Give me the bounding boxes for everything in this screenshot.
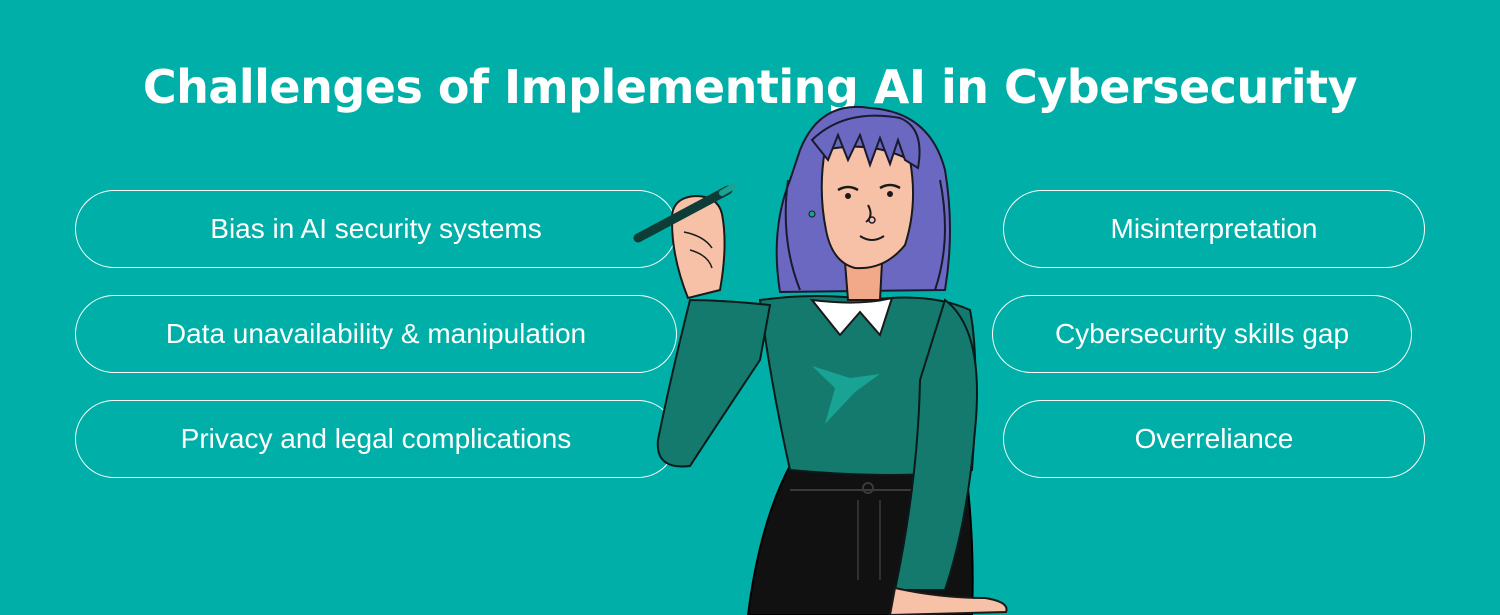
page-title: Challenges of Implementing AI in Cyberse…	[142, 60, 1358, 114]
challenge-pill-bias: Bias in AI security systems	[75, 190, 677, 268]
left-arm	[656, 298, 772, 468]
challenge-pill-data: Data unavailability & manipulation	[75, 295, 677, 373]
right-hand	[888, 586, 1008, 615]
challenge-pill-overreliance: Overreliance	[1003, 400, 1425, 478]
face	[820, 145, 915, 270]
collar	[809, 296, 894, 337]
bird-logo-icon	[812, 366, 880, 424]
hair-bangs	[810, 114, 921, 170]
challenge-pill-privacy: Privacy and legal complications	[75, 400, 677, 478]
challenge-pill-skills-gap: Cybersecurity skills gap	[992, 295, 1412, 373]
right-arm	[893, 298, 978, 591]
left-hand	[670, 194, 726, 300]
pen-icon	[633, 183, 737, 243]
challenge-pill-misinterpretation: Misinterpretation	[1003, 190, 1425, 268]
